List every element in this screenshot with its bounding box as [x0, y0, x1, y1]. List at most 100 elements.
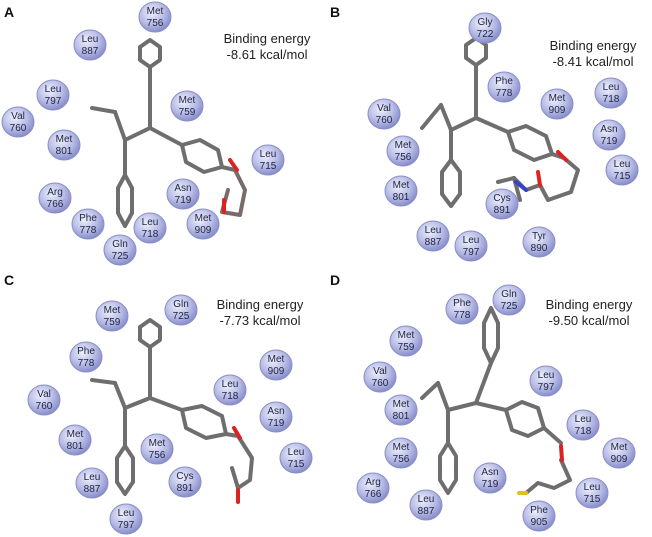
svg-text:Leu: Leu [142, 217, 159, 228]
svg-text:909: 909 [549, 105, 566, 116]
residue-b-8: Met 801 [384, 175, 418, 207]
svg-text:Leu: Leu [538, 370, 555, 381]
svg-text:719: 719 [601, 136, 618, 147]
svg-text:725: 725 [501, 301, 518, 312]
residue-b-10: Leu 887 [416, 220, 450, 252]
residue-c-11: Cys 891 [168, 466, 202, 498]
ligand-c [90, 318, 254, 496]
binding-energy-value-d: -9.50 kcal/mol [548, 313, 630, 328]
svg-text:887: 887 [425, 237, 442, 248]
svg-text:760: 760 [10, 123, 27, 134]
residue-b-9: Cys 891 [485, 188, 519, 220]
svg-text:Phe: Phe [453, 298, 471, 309]
residue-c-7: Met 801 [58, 424, 92, 456]
svg-text:Met: Met [611, 442, 628, 453]
svg-text:801: 801 [393, 411, 410, 422]
svg-text:766: 766 [47, 199, 64, 210]
residue-d-0: Phe 778 [445, 293, 479, 325]
svg-text:756: 756 [149, 450, 166, 461]
svg-text:891: 891 [494, 205, 511, 216]
docking-diagram-d: Phe 778 Gln 725 Met 759 Val 760 Leu 797 … [356, 284, 636, 532]
nitrogen-b [514, 180, 528, 192]
residue-b-11: Leu 797 [454, 230, 488, 262]
svg-text:Gly: Gly [478, 17, 493, 28]
svg-text:719: 719 [482, 479, 499, 490]
residue-d-13: Phe 905 [522, 500, 556, 532]
svg-text:759: 759 [179, 107, 196, 118]
svg-text:Val: Val [377, 103, 391, 114]
residue-a-6: Phe 778 [71, 208, 105, 240]
svg-text:Met: Met [195, 213, 212, 224]
svg-text:801: 801 [393, 192, 410, 203]
residue-d-10: Arg 766 [356, 472, 390, 504]
binding-energy-label-c: Binding energy [216, 297, 304, 312]
residue-a-4: Met 801 [47, 129, 81, 161]
svg-text:722: 722 [477, 29, 494, 40]
svg-text:760: 760 [376, 115, 393, 126]
svg-text:797: 797 [538, 382, 555, 393]
docking-diagram-b: Gly 722 Phe 778 Met 909 Leu 718 Val 760 … [367, 12, 639, 262]
residue-a-5: Arg 766 [38, 182, 72, 214]
svg-text:Asn: Asn [481, 467, 498, 478]
ligand-d [420, 306, 572, 495]
svg-text:759: 759 [398, 342, 415, 353]
residue-a-1: Leu 887 [73, 29, 107, 61]
residue-a-8: Leu 718 [133, 212, 167, 244]
svg-text:Met: Met [398, 330, 415, 341]
svg-text:909: 909 [611, 454, 628, 465]
residue-b-0: Gly 722 [468, 12, 502, 44]
binding-energy-c: Binding energy -7.73 kcal/mol [205, 297, 315, 329]
residue-b-2: Met 909 [540, 88, 574, 120]
residue-c-3: Met 909 [259, 349, 293, 381]
binding-energy-value-a: -8.61 kcal/mol [226, 47, 308, 62]
oxygen-d [559, 444, 564, 462]
panel-d: Phe 778 Gln 725 Met 759 Val 760 Leu 797 … [326, 268, 652, 536]
svg-text:Met: Met [393, 399, 410, 410]
svg-text:Val: Val [11, 111, 25, 122]
residue-d-4: Leu 797 [529, 365, 563, 397]
svg-text:891: 891 [177, 483, 194, 494]
residue-b-1: Phe 778 [487, 71, 521, 103]
svg-text:Val: Val [373, 366, 387, 377]
svg-text:Asn: Asn [174, 183, 191, 194]
svg-text:Gln: Gln [501, 289, 517, 300]
binding-energy-d: Binding energy -9.50 kcal/mol [534, 297, 644, 329]
svg-text:887: 887 [418, 506, 435, 517]
svg-text:905: 905 [531, 517, 548, 528]
residue-b-12: Tyr 890 [522, 226, 556, 258]
svg-text:Asn: Asn [600, 124, 617, 135]
svg-text:756: 756 [395, 152, 412, 163]
svg-text:Arg: Arg [47, 187, 63, 198]
residue-a-12: Leu 715 [251, 144, 285, 176]
svg-text:Leu: Leu [84, 472, 101, 483]
svg-text:Phe: Phe [495, 76, 513, 87]
svg-text:797: 797 [463, 247, 480, 258]
svg-text:725: 725 [173, 311, 190, 322]
residue-b-7: Leu 715 [605, 154, 639, 186]
panel-letter-b: B [330, 4, 341, 20]
residue-c-4: Leu 718 [213, 374, 247, 406]
svg-text:756: 756 [147, 18, 164, 29]
ligand-a [90, 38, 247, 228]
residue-b-4: Val 760 [367, 98, 401, 130]
svg-text:Val: Val [37, 389, 51, 400]
residue-d-7: Met 909 [602, 437, 636, 469]
residue-a-0: Met 756 [138, 1, 172, 33]
svg-text:Leu: Leu [222, 379, 239, 390]
svg-text:718: 718 [222, 391, 239, 402]
svg-text:715: 715 [260, 161, 277, 172]
oxygen-b [536, 150, 568, 187]
svg-text:801: 801 [56, 146, 73, 157]
residue-c-9: Leu 715 [279, 442, 313, 474]
oxygen-a [222, 158, 239, 214]
svg-text:Leu: Leu [584, 482, 601, 493]
svg-text:Asn: Asn [267, 406, 284, 417]
svg-text:Leu: Leu [614, 159, 631, 170]
svg-text:797: 797 [118, 520, 135, 531]
binding-energy-label-b: Binding energy [549, 38, 637, 53]
svg-text:Phe: Phe [77, 346, 95, 357]
svg-text:Leu: Leu [82, 34, 99, 45]
svg-text:890: 890 [531, 243, 548, 254]
svg-text:Cys: Cys [493, 193, 510, 204]
residue-a-10: Met 909 [186, 208, 220, 240]
